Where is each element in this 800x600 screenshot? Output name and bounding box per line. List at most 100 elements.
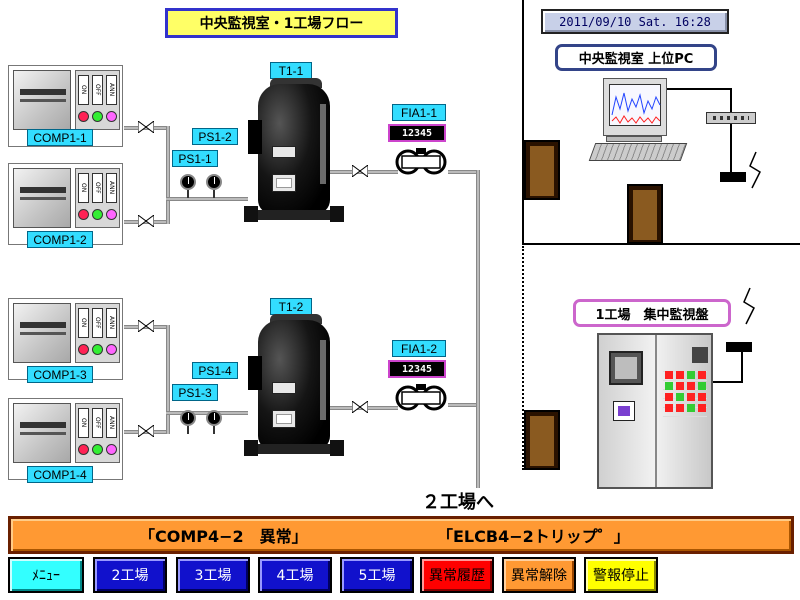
status-lamp-green — [92, 209, 103, 220]
status-lamp-red — [78, 344, 89, 355]
panel-cable-h — [712, 381, 743, 383]
pc-base — [606, 136, 662, 142]
alarm-message: 「COMP4−2 異常」 — [139, 527, 308, 546]
pipe — [166, 325, 170, 434]
ann-switch[interactable]: ANN — [106, 308, 117, 338]
wireless-antenna-icon — [720, 172, 746, 182]
menu-button[interactable]: ﾒﾆｭｰ — [8, 557, 84, 593]
on-switch[interactable]: ON — [78, 173, 89, 203]
compressor-unit[interactable]: ON OFF ANN — [8, 65, 123, 147]
flow-meter-icon[interactable] — [392, 144, 450, 180]
pressure-gauge-icon[interactable] — [180, 410, 196, 426]
valve-icon[interactable] — [138, 425, 154, 437]
factory3-button[interactable]: 3工場 — [176, 557, 250, 593]
central-panel-label: 1工場 集中監視盤 — [573, 299, 731, 327]
pressure-sensor-label[interactable]: PS1-3 — [172, 384, 218, 401]
door-icon — [627, 184, 663, 244]
network-cable — [667, 88, 731, 90]
tank-label[interactable]: T1-2 — [270, 298, 312, 315]
alarm-history-button[interactable]: 異常履歴 — [420, 557, 494, 593]
panel-antenna-icon — [726, 342, 752, 352]
status-lamp-red — [78, 209, 89, 220]
tank-label[interactable]: T1-1 — [270, 62, 312, 79]
ann-switch[interactable]: ANN — [106, 75, 117, 105]
off-switch[interactable]: OFF — [92, 408, 103, 438]
tank-cap — [270, 314, 322, 324]
alarm-reset-button[interactable]: 異常解除 — [502, 557, 576, 593]
pc-monitor-icon[interactable] — [603, 78, 667, 136]
to-factory2-label[interactable]: ２工場へ — [422, 492, 494, 513]
pressure-gauge-icon[interactable] — [180, 174, 196, 190]
room-divider-horizontal — [522, 243, 800, 245]
valve-icon[interactable] — [352, 165, 368, 177]
pipe-to-factory2 — [476, 170, 480, 488]
pressure-sensor-label[interactable]: PS1-2 — [192, 128, 238, 145]
tank-vessel[interactable] — [248, 320, 330, 450]
pressure-sensor-label[interactable]: PS1-4 — [192, 362, 238, 379]
gauge-stem — [213, 426, 215, 434]
flow-meter-label[interactable]: FIA1-2 — [392, 340, 446, 357]
compressor-label[interactable]: COMP1-4 — [27, 466, 93, 483]
alarm-message-bar: 「COMP4−2 異常」 「ELCB4−2トリップ゜」 — [8, 516, 794, 554]
off-switch[interactable]: OFF — [92, 173, 103, 203]
room-divider-dotted — [522, 246, 524, 470]
factory5-button[interactable]: 5工場 — [340, 557, 414, 593]
tank-foot — [244, 440, 258, 456]
flow-meter-icon[interactable] — [392, 380, 450, 416]
pipe — [448, 403, 480, 407]
pipe — [448, 170, 480, 174]
tank-foot — [244, 206, 258, 222]
pressure-gauge-icon[interactable] — [206, 174, 222, 190]
alarm-message: 「ELCB4−2トリップ゜」 — [437, 527, 630, 546]
panel-cable — [741, 352, 743, 382]
keyboard-icon — [588, 143, 688, 161]
flow-meter-display: 12345 — [388, 360, 446, 378]
pipe — [166, 197, 248, 201]
panel-wireless-signal-icon — [743, 287, 755, 325]
status-lamp-pink — [106, 209, 117, 220]
compressor-label[interactable]: COMP1-1 — [27, 129, 93, 146]
alarm-stop-button[interactable]: 警報停止 — [584, 557, 658, 593]
gauge-stem — [187, 190, 189, 198]
upper-pc-label: 中央監視室 上位PC — [555, 44, 717, 71]
valve-icon[interactable] — [138, 121, 154, 133]
on-switch[interactable]: ON — [78, 75, 89, 105]
trend-graph-icon — [611, 92, 661, 124]
page-title: 中央監視室・1工場フロー — [165, 8, 398, 38]
valve-icon[interactable] — [352, 401, 368, 413]
status-lamp-pink — [106, 344, 117, 355]
valve-icon[interactable] — [138, 215, 154, 227]
status-lamp-green — [92, 111, 103, 122]
off-switch[interactable]: OFF — [92, 308, 103, 338]
status-lamp-red — [78, 444, 89, 455]
tank-foot — [330, 206, 344, 222]
monitoring-panel-cabinet[interactable] — [597, 333, 713, 489]
compressor-label[interactable]: COMP1-2 — [27, 231, 93, 248]
ann-switch[interactable]: ANN — [106, 173, 117, 203]
on-switch[interactable]: ON — [78, 308, 89, 338]
status-lamp-green — [92, 344, 103, 355]
wireless-signal-icon — [749, 151, 761, 189]
network-hub-icon — [706, 112, 756, 124]
pressure-gauge-icon[interactable] — [206, 410, 222, 426]
status-lamp-red — [78, 111, 89, 122]
off-switch[interactable]: OFF — [92, 75, 103, 105]
ann-switch[interactable]: ANN — [106, 408, 117, 438]
on-switch[interactable]: ON — [78, 408, 89, 438]
flow-meter-label[interactable]: FIA1-1 — [392, 104, 446, 121]
status-lamp-pink — [106, 111, 117, 122]
factory2-button[interactable]: 2工場 — [93, 557, 167, 593]
compressor-label[interactable]: COMP1-3 — [27, 366, 93, 383]
network-cable-v2 — [730, 124, 732, 174]
tank-vessel[interactable] — [248, 84, 330, 214]
tank-base — [244, 444, 344, 454]
valve-icon[interactable] — [138, 320, 154, 332]
network-cable-v — [730, 88, 732, 112]
compressor-unit[interactable]: ON OFF ANN — [8, 163, 123, 245]
pipe — [166, 126, 170, 224]
tank-base — [244, 210, 344, 220]
gauge-stem — [213, 190, 215, 198]
factory4-button[interactable]: 4工場 — [258, 557, 332, 593]
pressure-sensor-label[interactable]: PS1-1 — [172, 150, 218, 167]
door-icon — [524, 410, 560, 470]
